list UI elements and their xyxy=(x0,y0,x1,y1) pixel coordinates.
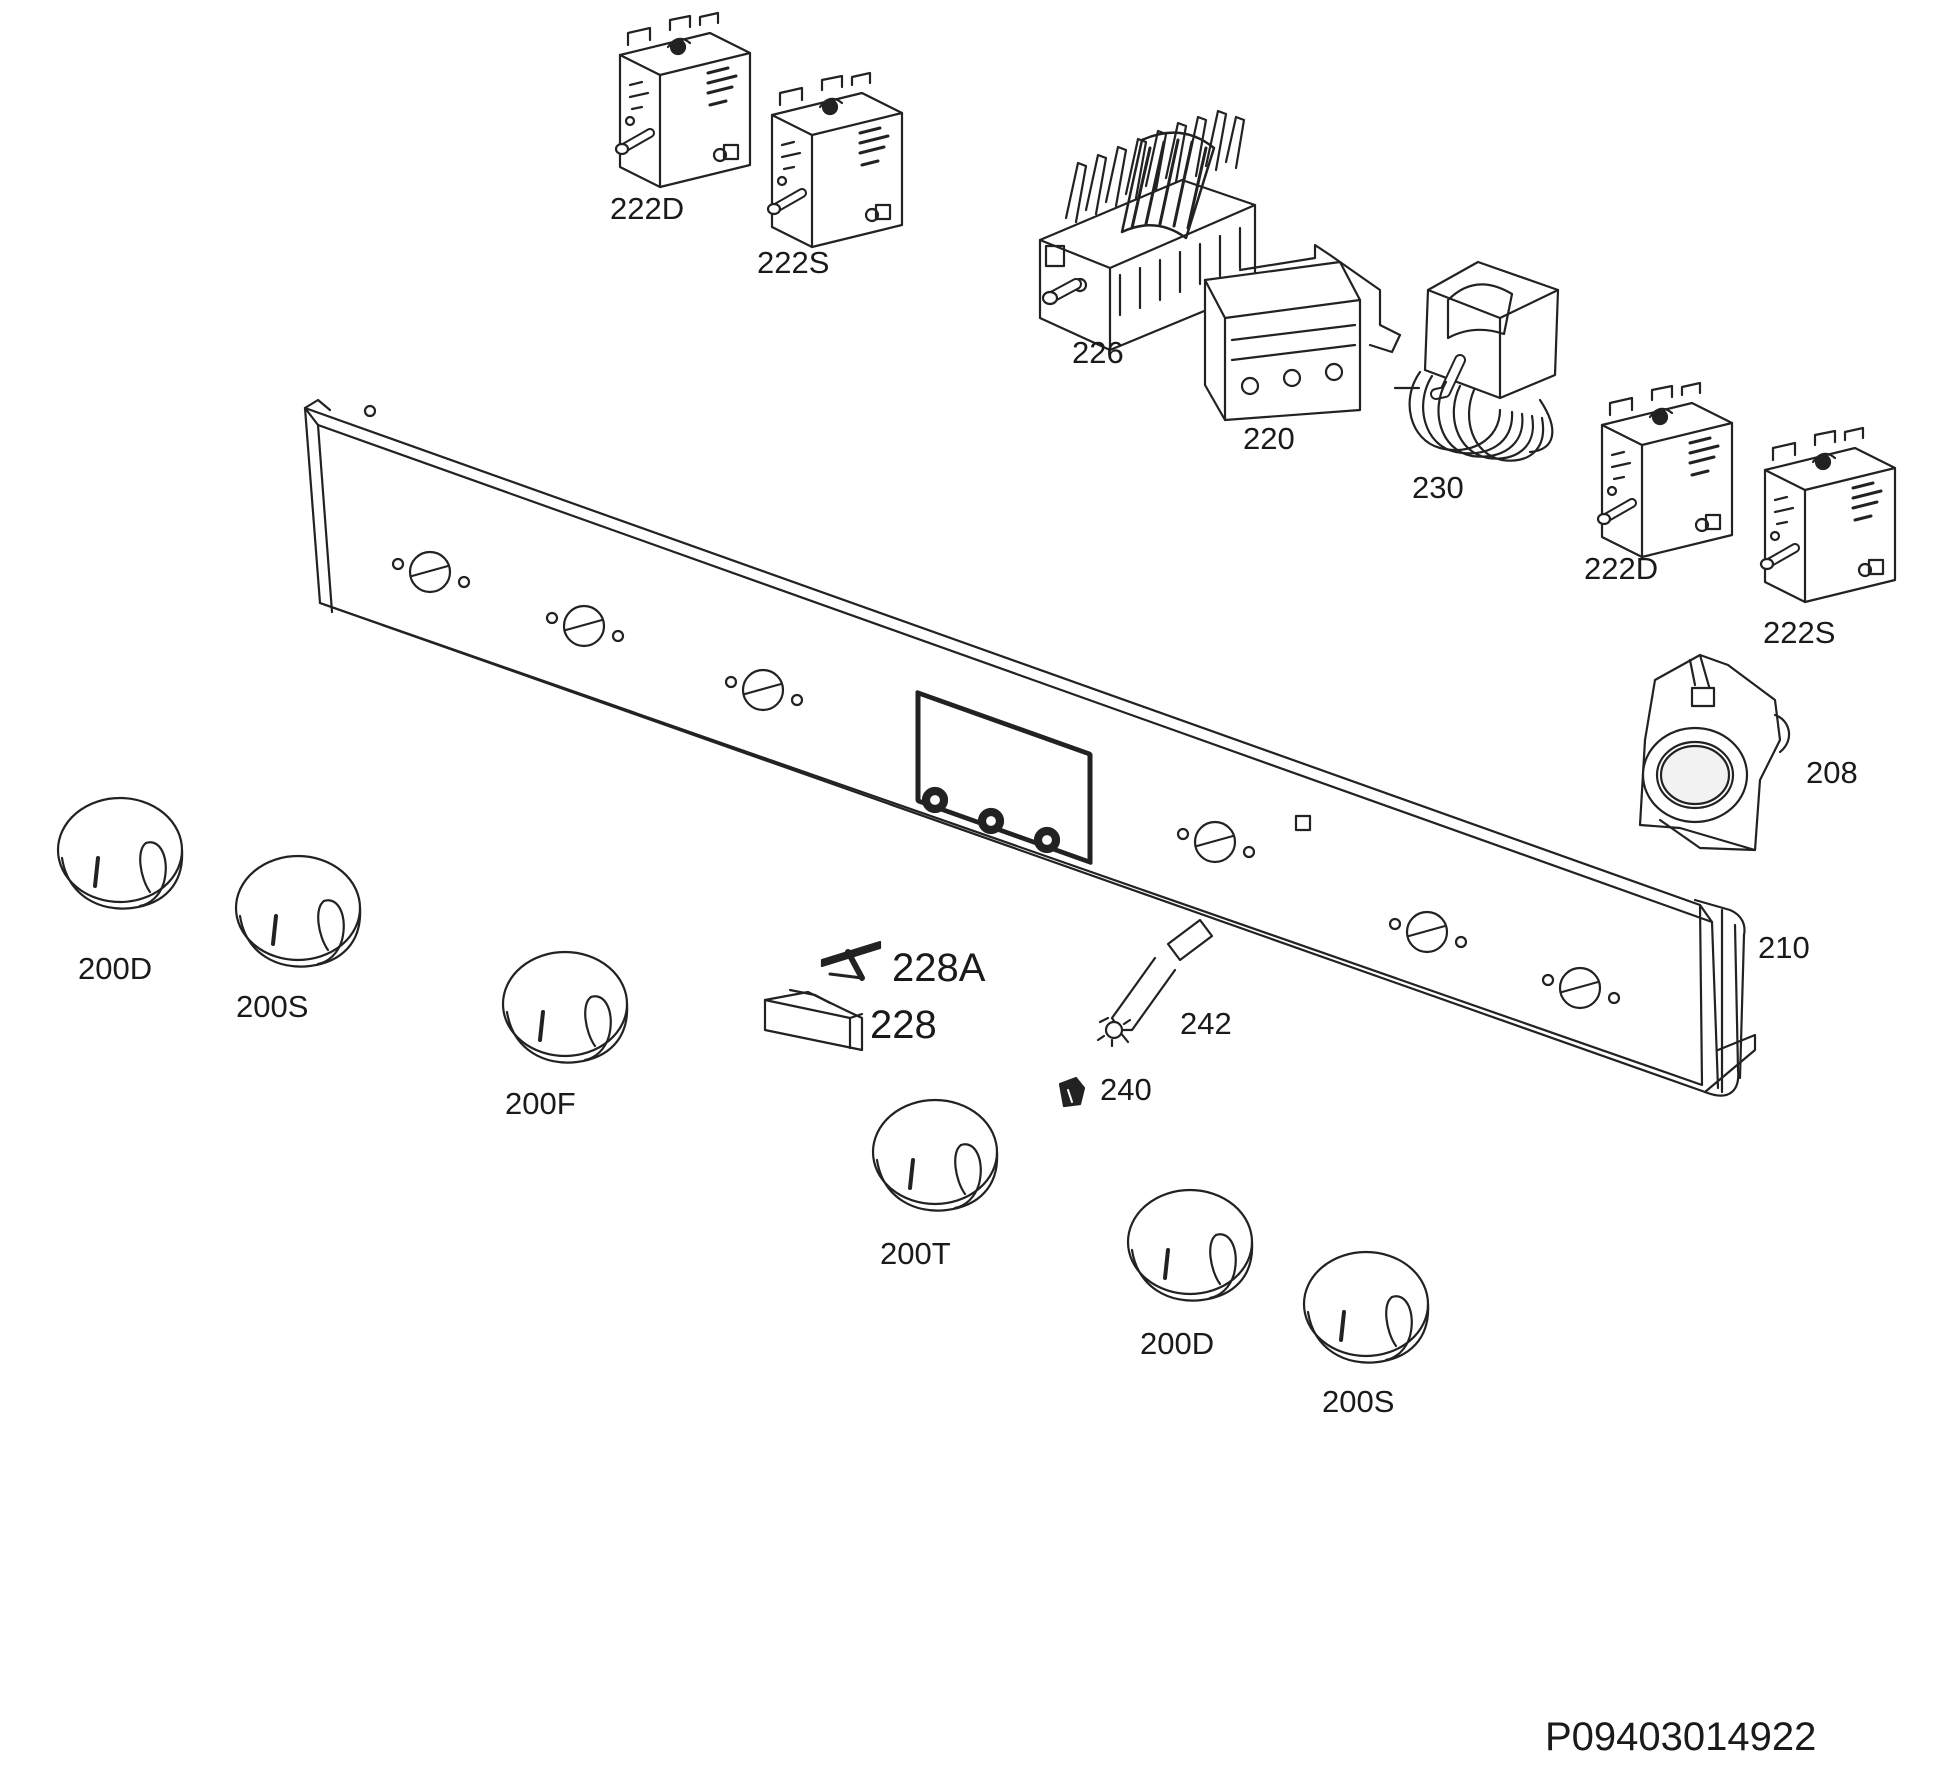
label-208: 208 xyxy=(1806,755,1858,790)
label-210: 210 xyxy=(1758,930,1810,965)
label-200D-bottom: 200D xyxy=(1140,1326,1215,1361)
selector-switch-226-drawing xyxy=(1038,109,1257,352)
label-242: 242 xyxy=(1180,1006,1232,1041)
label-200S-bottom: 200S xyxy=(1322,1384,1395,1419)
label-228: 228 xyxy=(870,1003,937,1047)
lamp-holder-208-drawing xyxy=(1638,653,1791,852)
label-226: 226 xyxy=(1072,335,1124,370)
label-230: 230 xyxy=(1412,470,1464,505)
label-222D-top: 222D xyxy=(610,191,685,226)
display-housing-220-drawing xyxy=(1203,243,1402,422)
clip-240-drawing xyxy=(1058,1076,1086,1108)
label-222D-right: 222D xyxy=(1584,551,1659,586)
control-panel-210-drawing xyxy=(303,398,1757,1097)
diagram-reference-code: P09403014922 xyxy=(1545,1715,1817,1759)
thermostat-230-drawing xyxy=(1393,260,1560,462)
label-200S-left: 200S xyxy=(236,989,309,1024)
label-222S-right: 222S xyxy=(1763,615,1836,650)
label-200D-left: 200D xyxy=(78,951,153,986)
label-240: 240 xyxy=(1100,1072,1152,1107)
label-200T: 200T xyxy=(880,1236,951,1271)
display-window-228-drawing xyxy=(763,988,864,1052)
switch-shaft-242-drawing xyxy=(1096,918,1214,1048)
label-228A: 228A xyxy=(892,946,986,990)
label-220: 220 xyxy=(1243,421,1295,456)
label-222S-top: 222S xyxy=(757,245,830,280)
label-200F: 200F xyxy=(505,1086,576,1121)
display-bracket-228A-drawing xyxy=(820,940,882,981)
